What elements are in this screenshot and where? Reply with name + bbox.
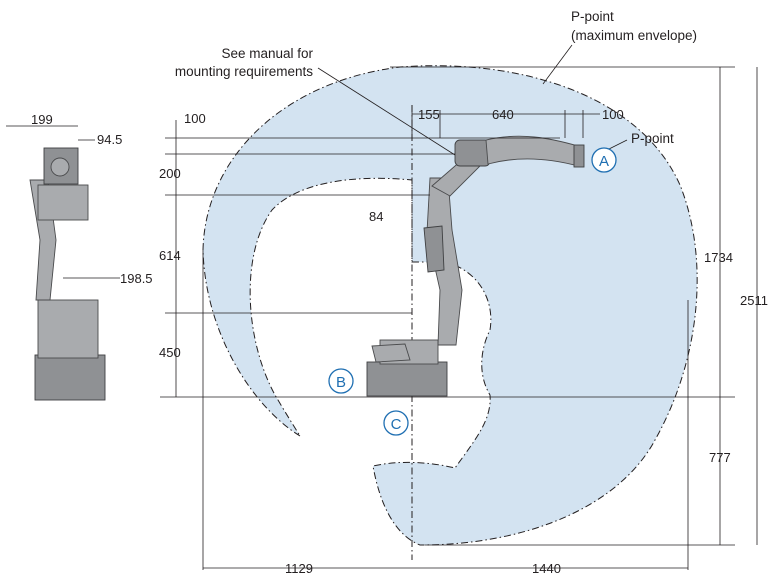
p-point-max-label: P-point: [571, 9, 614, 24]
robot-main-view: [366, 135, 585, 397]
dim-200: 200: [159, 166, 181, 181]
robot-wrist: [573, 144, 585, 168]
dim-side-198-5: 198.5: [120, 271, 153, 286]
robot-elbow: [454, 139, 491, 167]
point-c-label: C: [391, 416, 402, 433]
side-base: [34, 354, 106, 401]
dim-155: 155: [418, 107, 440, 122]
dim-2511: 2511: [740, 293, 768, 308]
p-point-leader: [606, 139, 628, 151]
point-c-marker: C: [383, 410, 409, 436]
side-wrist-disc: [50, 157, 70, 177]
dim-100-left: 100: [184, 111, 206, 126]
work-envelope: [202, 65, 698, 546]
max-envelope-label: (maximum envelope): [571, 28, 697, 43]
dim-100-right: 100: [602, 107, 624, 122]
dim-1734: 1734: [704, 250, 733, 265]
dim-640: 640: [492, 107, 514, 122]
p-point-max-leader: [542, 44, 573, 85]
dim-450: 450: [159, 345, 181, 360]
dim-side-94-5: 94.5: [97, 132, 122, 147]
robot-lower-arm-cover: [423, 225, 445, 273]
robot-side-view: [29, 147, 106, 401]
side-shoulder: [37, 184, 89, 221]
dim-84: 84: [369, 209, 383, 224]
point-a-marker: A: [591, 147, 617, 173]
mount-note-line2: mounting requirements: [175, 64, 313, 79]
point-b-marker: B: [328, 368, 354, 394]
dim-side-199: 199: [31, 112, 53, 127]
p-point-label: P-point: [631, 131, 674, 146]
dim-614: 614: [159, 248, 181, 263]
side-turret: [37, 299, 99, 359]
point-a-label: A: [599, 153, 609, 170]
robot-base: [366, 361, 448, 397]
dim-1129: 1129: [285, 561, 313, 576]
mount-note-leader: [317, 67, 456, 156]
point-b-label: B: [336, 374, 346, 391]
dim-777: 777: [709, 450, 731, 465]
dim-1440: 1440: [532, 561, 561, 576]
robot-motor: [371, 343, 411, 363]
mount-note-line1: See manual for: [221, 46, 313, 61]
